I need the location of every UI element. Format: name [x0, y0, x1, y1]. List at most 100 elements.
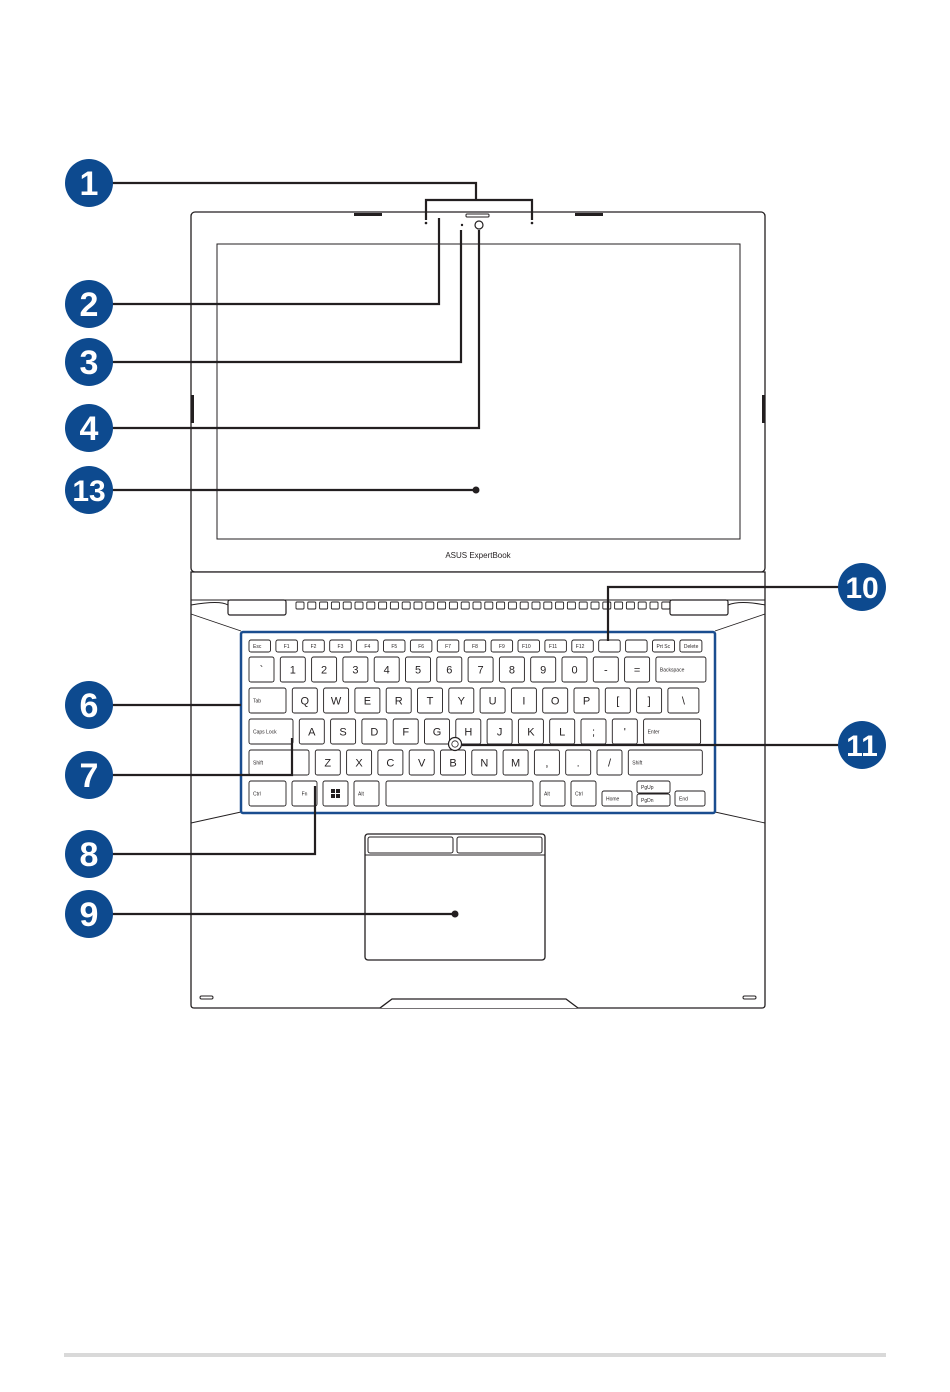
- key-fn-11: F11: [545, 640, 567, 652]
- key-home-10: ;: [581, 719, 606, 744]
- callout-6: 6: [65, 681, 113, 729]
- key-fn-1: F1: [276, 640, 298, 652]
- lid-rubber-left: [354, 213, 382, 216]
- key-label: Esc: [253, 644, 262, 650]
- pointing-stick: [449, 738, 462, 751]
- callout-4: 4: [65, 404, 113, 452]
- vent-slot: [603, 602, 611, 609]
- key-space-5: Alt: [540, 781, 565, 806]
- vent-slot: [626, 602, 634, 609]
- key-num-3: 3: [343, 657, 368, 682]
- key-label: 0: [571, 665, 577, 677]
- key-num-7: 7: [468, 657, 493, 682]
- key-top-1: Q: [292, 688, 317, 713]
- key-space-3: Alt: [354, 781, 379, 806]
- vent-slot: [449, 602, 457, 609]
- key-space-0: Ctrl: [249, 781, 286, 806]
- key-home-1: A: [299, 719, 324, 744]
- key-label: ]: [648, 696, 651, 708]
- key-num-1: 1: [280, 657, 305, 682]
- lid-rubber-right: [575, 213, 603, 216]
- vent-slot: [308, 602, 316, 609]
- camera-lens: [475, 221, 483, 229]
- callout-3: 3: [65, 338, 113, 386]
- key-label: T: [427, 696, 434, 708]
- key-label: .: [577, 758, 580, 770]
- key-label: `: [260, 665, 264, 677]
- key-num-12: =: [625, 657, 650, 682]
- hinge-right: [670, 600, 728, 615]
- key-bottom-7: M: [503, 750, 528, 775]
- key-fn-5: F5: [384, 640, 406, 652]
- vent-slot: [532, 602, 540, 609]
- key-top-9: O: [543, 688, 568, 713]
- key-label: F: [402, 727, 409, 739]
- vent-slot: [343, 602, 351, 609]
- key-home-4: F: [393, 719, 418, 744]
- webcam-shield: [466, 214, 489, 217]
- key-label: J: [497, 727, 503, 739]
- vent-slot: [508, 602, 516, 609]
- key-label: -: [604, 665, 608, 677]
- key-label: Tab: [253, 698, 261, 704]
- key-num-8: 8: [499, 657, 524, 682]
- key-label: N: [480, 758, 488, 770]
- key-label: Alt: [358, 791, 364, 797]
- key-label: F1: [284, 644, 290, 650]
- key-label: K: [527, 727, 535, 739]
- vent-slot: [556, 602, 564, 609]
- key-label: X: [355, 758, 363, 770]
- key-fn-7: F7: [437, 640, 459, 652]
- svg-text:13: 13: [72, 475, 105, 508]
- key-space-10: End: [675, 791, 705, 806]
- key-label: F3: [338, 644, 344, 650]
- key-label: F4: [364, 644, 370, 650]
- key-label: Prt Sc: [657, 644, 671, 650]
- key-bottom-4: V: [409, 750, 434, 775]
- microphone-right: [531, 222, 534, 225]
- brand-logo: ASUS ExpertBook: [445, 551, 511, 560]
- key-label: 5: [415, 665, 421, 677]
- key-bottom-3: C: [378, 750, 403, 775]
- key-label: =: [634, 665, 640, 677]
- key-label: Caps Lock: [253, 729, 277, 735]
- key-label: Delete: [684, 644, 699, 650]
- touchpad-right-button: [457, 837, 542, 853]
- key-label: W: [331, 696, 342, 708]
- callout-1: 1: [65, 159, 113, 207]
- key-fn-0: Esc: [249, 640, 271, 652]
- callout-11: 11: [838, 721, 886, 769]
- svg-text:7: 7: [80, 757, 99, 795]
- key-home-3: D: [362, 719, 387, 744]
- footer-rule: [64, 1353, 886, 1357]
- vent-slot: [355, 602, 363, 609]
- key-num-0: `: [249, 657, 274, 682]
- key-home-7: J: [487, 719, 512, 744]
- key-home-8: K: [518, 719, 543, 744]
- key-top-0: Tab: [249, 688, 286, 713]
- key-bottom-10: /: [597, 750, 622, 775]
- callout-8: 8: [65, 830, 113, 878]
- vent-slot: [497, 602, 505, 609]
- key-label: Z: [324, 758, 331, 770]
- key-label: F6: [418, 644, 424, 650]
- key-home-11: ': [612, 719, 637, 744]
- key-space-7: Home: [602, 791, 632, 806]
- callout-9: 9: [65, 890, 113, 938]
- key-home-5: G: [425, 719, 450, 744]
- vent-slot: [579, 602, 587, 609]
- key-label: F12: [576, 644, 585, 650]
- key-fn-14: [626, 640, 648, 652]
- key-space-8: PgUp: [637, 781, 670, 793]
- key-fn-15: Prt Sc: [653, 640, 675, 652]
- microphone-left: [425, 222, 428, 225]
- vent-slot: [402, 602, 410, 609]
- key-bottom-1: Z: [315, 750, 340, 775]
- vent-slot: [320, 602, 328, 609]
- camera-indicator-led: [461, 224, 463, 226]
- key-fn-8: F8: [464, 640, 486, 652]
- key-top-10: P: [574, 688, 599, 713]
- key-label: 3: [352, 665, 358, 677]
- key-bottom-2: X: [347, 750, 372, 775]
